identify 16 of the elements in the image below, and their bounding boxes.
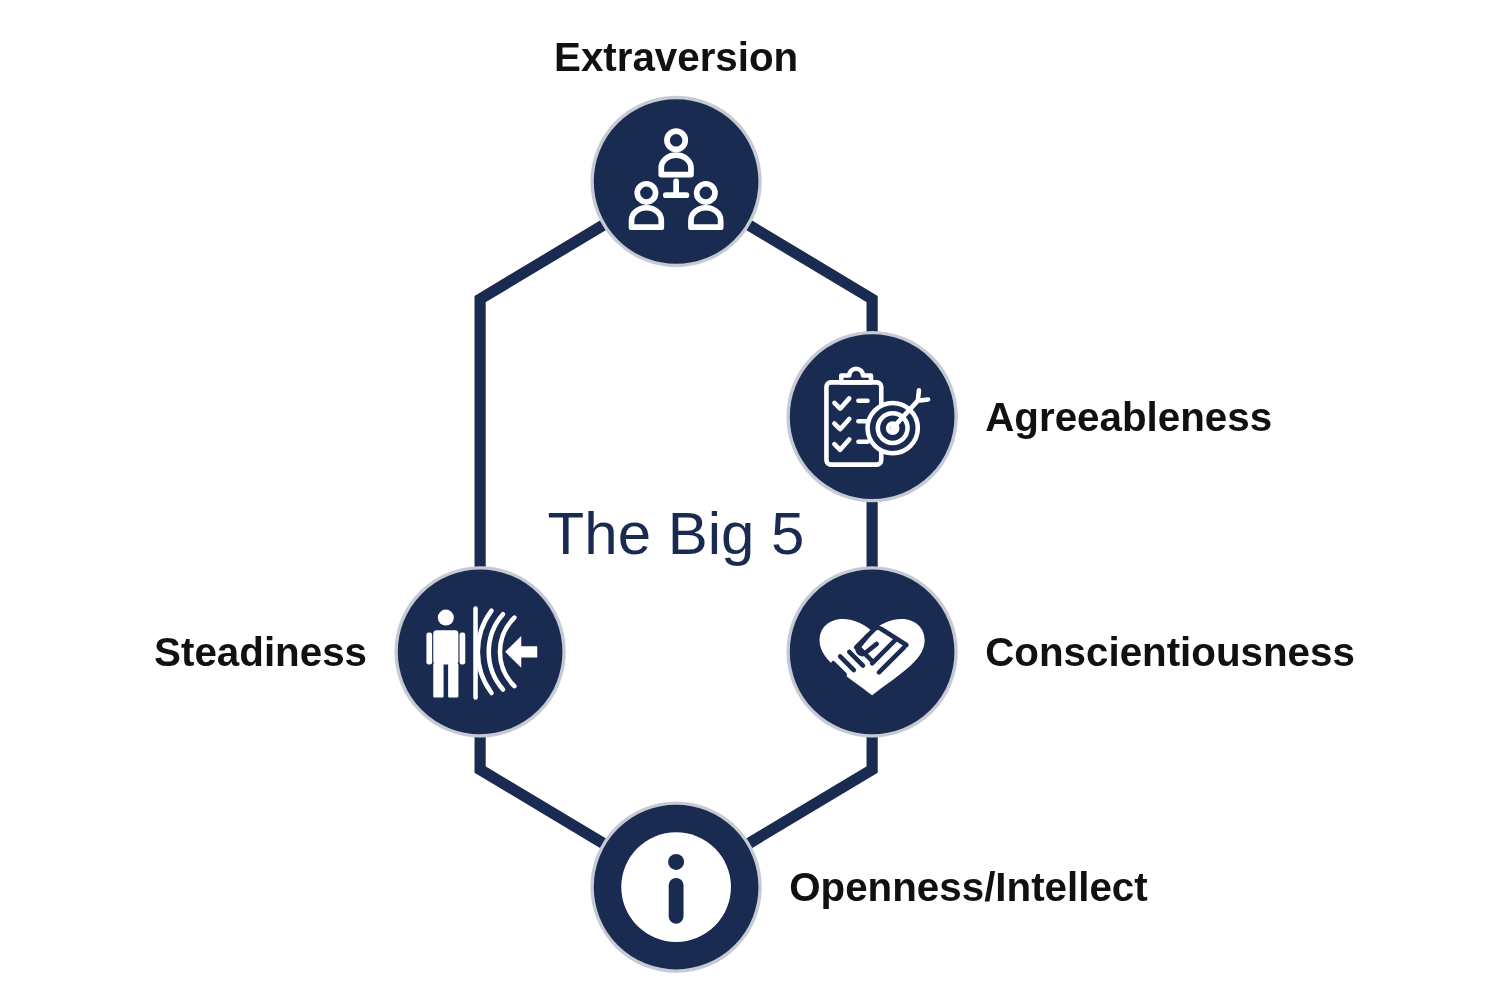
node-circle bbox=[590, 95, 762, 268]
node-circle bbox=[786, 566, 958, 738]
diagram-title: The Big 5 bbox=[547, 501, 805, 568]
trait-label: Conscientiousness bbox=[985, 628, 1355, 675]
connector bbox=[474, 735, 607, 849]
node-circle bbox=[786, 331, 958, 503]
connector bbox=[474, 219, 607, 568]
node-circle bbox=[590, 801, 762, 973]
connector bbox=[866, 500, 878, 568]
trait-label: Extraversion bbox=[554, 33, 799, 80]
trait-label: Openness/Intellect bbox=[789, 864, 1148, 911]
connector bbox=[745, 219, 878, 333]
node-circle bbox=[394, 566, 566, 738]
trait-label: Steadiness bbox=[154, 628, 367, 675]
connector bbox=[745, 735, 878, 849]
trait-label: Agreeableness bbox=[985, 393, 1273, 440]
